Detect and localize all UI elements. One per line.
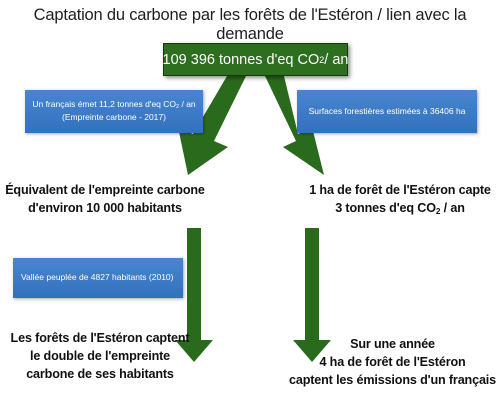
- arrow-down-right: [265, 76, 324, 175]
- text-hectare-capte: 1 ha de forêt de l'Estéron capte 3 tonne…: [300, 182, 500, 218]
- left-mid-line2: d'environ 10 000 habitants: [28, 200, 182, 215]
- right-bot-line3: captent les émissions d'un français: [288, 372, 496, 387]
- info-box-empreinte: Un français émet 11,2 tonnes d'eq CO2 / …: [25, 90, 203, 133]
- right-mid-line1: 1 ha de forêt de l'Estéron capte: [309, 183, 491, 197]
- arrow-down-right-vertical: [293, 228, 331, 362]
- arrow-down-left-vertical: [175, 228, 213, 362]
- diagram-title: Captation du carbone par les forêts de l…: [33, 6, 467, 43]
- text-conclusion-double: Les forêts de l'Estéron captent le doubl…: [0, 330, 200, 384]
- info-left-line1-before: Un français émet 11,2 tonnes d'eq CO: [32, 99, 177, 110]
- info-left-line1-sub: 2: [176, 104, 180, 111]
- info-left-line1: Un français émet 11,2 tonnes d'eq CO2 / …: [32, 99, 195, 112]
- header-text-after: / an: [324, 51, 349, 68]
- left-bot-line1: Les forêts de l'Estéron captent: [10, 331, 190, 345]
- info-left-line1-after: / an: [179, 99, 196, 110]
- left-bot-line3: carbone de ses habitants: [26, 366, 174, 381]
- info-box-vallee: Vallée peuplée de 4827 habitants (2010): [13, 258, 183, 298]
- right-mid-line2-after: / an: [440, 200, 465, 215]
- info-box-surfaces: Surfaces forestières estimées à 36406 ha: [297, 90, 477, 133]
- header-sub: 2: [319, 54, 325, 65]
- info-left-line2: (Empreinte carbone - 2017): [62, 112, 166, 123]
- right-bot-line2: 4 ha de forêt de l'Estéron: [319, 354, 466, 369]
- text-conclusion-annee: Sur une année 4 ha de forêt de l'Estéron…: [285, 336, 500, 390]
- text-equivalent-empreinte: Équivalent de l'empreinte carbone d'envi…: [0, 182, 210, 218]
- info-right-text: Surfaces forestières estimées à 36406 ha: [308, 105, 466, 116]
- info-vallee-text: Vallée peuplée de 4827 habitants (2010): [21, 272, 174, 283]
- left-mid-line1: Équivalent de l'empreinte carbone: [5, 183, 205, 197]
- arrow-down-left: [178, 76, 246, 175]
- right-mid-line2: 3 tonnes d'eq CO2 / an: [300, 200, 500, 218]
- header-text-before: 109 396 tonnes d'eq CO: [162, 51, 320, 68]
- right-bot-line1: Sur une année: [350, 337, 435, 351]
- left-bot-line2: le double de l'empreinte: [29, 348, 171, 363]
- right-mid-line2-sub: 2: [435, 206, 441, 216]
- right-mid-line2-before: 3 tonnes d'eq CO: [335, 200, 436, 215]
